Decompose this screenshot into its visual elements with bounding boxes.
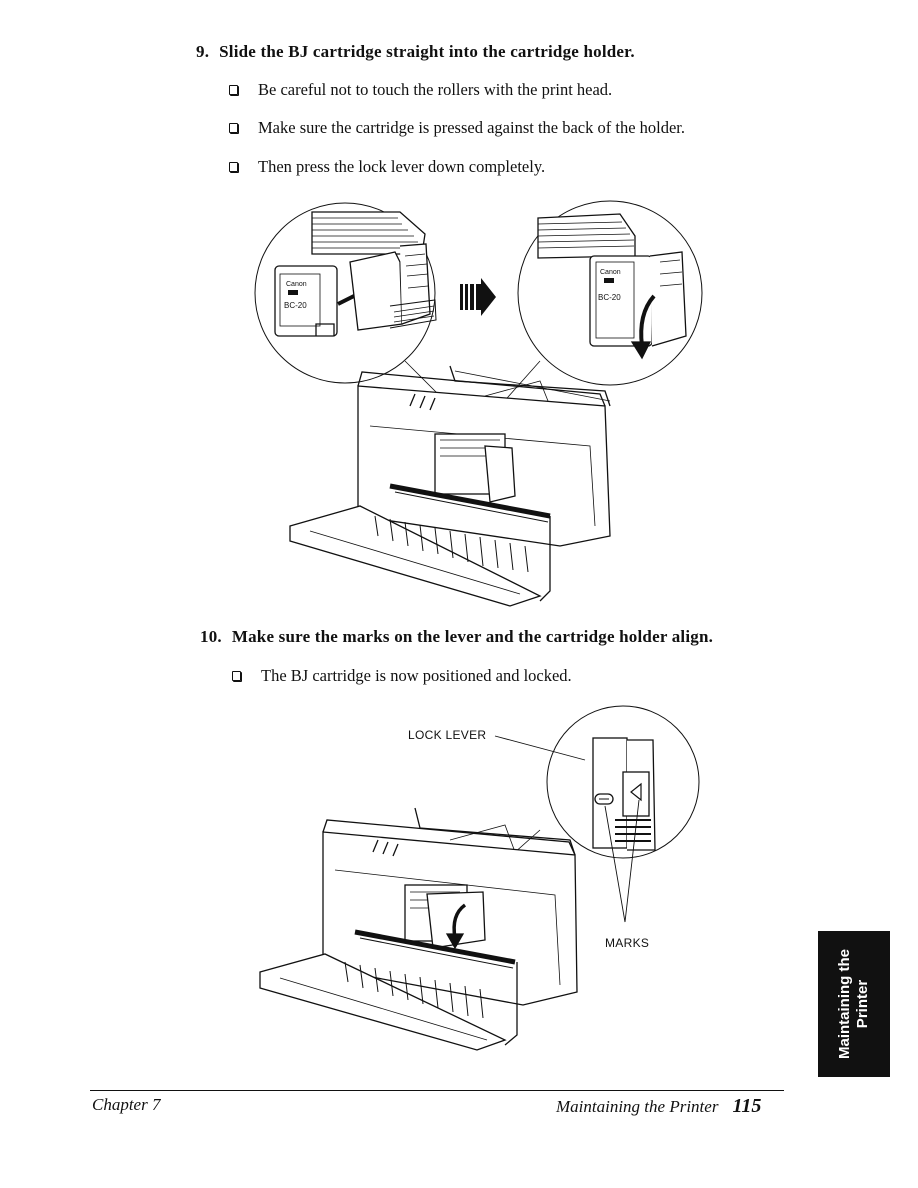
magnified-view-marks bbox=[494, 705, 700, 923]
checkbox-bullet-icon bbox=[229, 85, 238, 95]
figure-cartridge-insertion: Canon BC-20 Canon BC-20 bbox=[254, 200, 703, 607]
footer-section-title: Maintaining the Printer bbox=[556, 1097, 719, 1116]
figure-lever-alignment bbox=[259, 705, 700, 1051]
bullet-text: Be careful not to touch the rollers with… bbox=[258, 80, 613, 99]
step-9-bullet-2: Make sure the cartridge is pressed again… bbox=[229, 118, 685, 138]
checkbox-bullet-icon bbox=[229, 162, 238, 172]
step-10-number: 10. bbox=[200, 627, 222, 646]
step-9-bullet-1: Be careful not to touch the rollers with… bbox=[229, 80, 612, 100]
chapter-side-tab: Maintaining the Printer bbox=[818, 931, 890, 1077]
printer-illustration bbox=[289, 365, 611, 607]
step-9-title: Slide the BJ cartridge straight into the… bbox=[219, 42, 635, 61]
side-tab-line-1: Maintaining the bbox=[836, 949, 853, 1059]
cartridge-brand-text-locked: Canon bbox=[600, 269, 621, 276]
footer-rule bbox=[90, 1090, 784, 1091]
footer-section: Maintaining the Printer 115 bbox=[556, 1095, 761, 1118]
magnified-view-insert: Canon BC-20 bbox=[254, 202, 437, 384]
transition-arrow-icon bbox=[460, 278, 496, 316]
step-9-number: 9. bbox=[196, 42, 210, 61]
cartridge-model-text-locked: BC-20 bbox=[598, 293, 621, 302]
cartridge-brand-text: Canon bbox=[286, 281, 307, 288]
step-9-heading: 9. Slide the BJ cartridge straight into t… bbox=[196, 42, 635, 62]
bullet-text: The BJ cartridge is now positioned and l… bbox=[261, 666, 572, 685]
footer-chapter: Chapter 7 bbox=[92, 1095, 161, 1114]
bullet-text: Then press the lock lever down completel… bbox=[258, 157, 546, 176]
step-10-title: Make sure the marks on the lever and the… bbox=[231, 627, 714, 646]
step-10-bullet-1: The BJ cartridge is now positioned and l… bbox=[232, 666, 572, 686]
step-10-heading: 10. Make sure the marks on the lever and … bbox=[200, 627, 713, 647]
printer-illustration-2 bbox=[259, 807, 578, 1051]
step-9-bullet-3: Then press the lock lever down completel… bbox=[229, 157, 545, 177]
checkbox-bullet-icon bbox=[232, 671, 241, 681]
magnified-view-lock: Canon BC-20 bbox=[517, 200, 703, 386]
callout-marks: MARKS bbox=[605, 936, 650, 950]
cartridge-model-text: BC-20 bbox=[284, 301, 307, 310]
checkbox-bullet-icon bbox=[229, 123, 238, 133]
side-tab-line-2: Printer bbox=[854, 979, 871, 1029]
callout-lock-lever: LOCK LEVER bbox=[408, 728, 487, 742]
page-number: 115 bbox=[732, 1095, 762, 1117]
bullet-text: Make sure the cartridge is pressed again… bbox=[258, 118, 686, 137]
